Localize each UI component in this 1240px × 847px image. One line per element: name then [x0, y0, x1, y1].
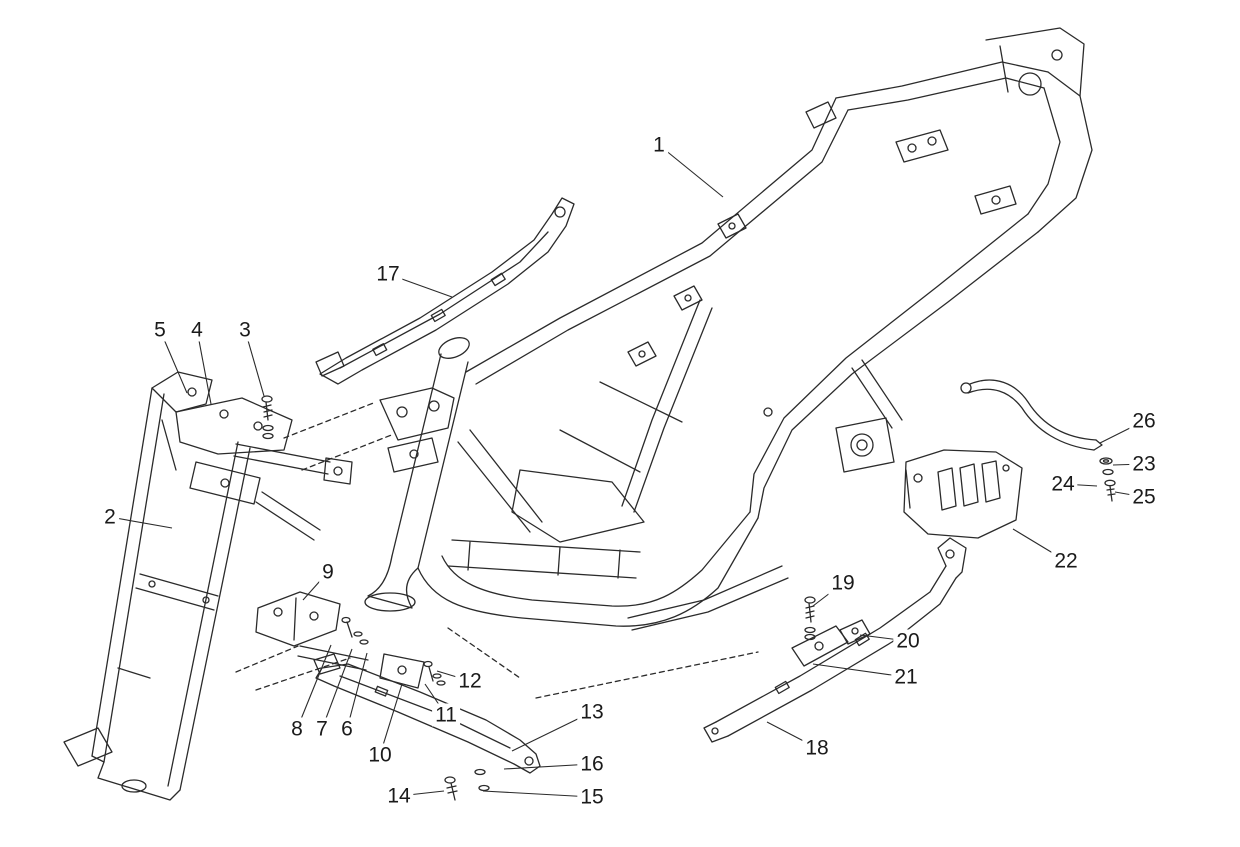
- callout-label-9: 9: [319, 560, 337, 584]
- callout-label-8: 8: [288, 717, 306, 741]
- callout-label-2: 2: [101, 505, 119, 529]
- leader-line-7: [321, 648, 353, 730]
- leader-line-15: [482, 790, 593, 798]
- leader-line-6: [346, 652, 368, 730]
- callout-label-20: 20: [893, 629, 923, 653]
- leader-line-10: [379, 683, 403, 756]
- callout-label-3: 3: [236, 318, 254, 342]
- leader-line-21: [812, 663, 907, 678]
- upper-rail-part-17: [315, 197, 575, 385]
- callout-label-24: 24: [1048, 472, 1078, 496]
- callout-label-6: 6: [338, 717, 356, 741]
- callout-label-4: 4: [188, 318, 206, 342]
- callout-label-14: 14: [384, 784, 414, 808]
- callout-label-19: 19: [828, 571, 858, 595]
- callout-label-23: 23: [1129, 452, 1159, 476]
- fastener-hardware: [255, 395, 1116, 801]
- callout-label-16: 16: [577, 752, 607, 776]
- callout-label-11: 11: [432, 703, 460, 727]
- callout-label-25: 25: [1129, 485, 1159, 509]
- callout-label-5: 5: [151, 318, 169, 342]
- callout-label-26: 26: [1129, 409, 1159, 433]
- callout-label-13: 13: [577, 700, 607, 724]
- leader-line-2: [109, 516, 173, 529]
- leader-line-4: [196, 329, 212, 405]
- main-frame-outline: [364, 27, 1093, 631]
- leader-line-8: [296, 644, 332, 730]
- side-rail-part-18: [703, 537, 967, 743]
- leader-line-1: [658, 144, 724, 198]
- callout-label-15: 15: [577, 785, 607, 809]
- callout-label-21: 21: [891, 665, 921, 689]
- callout-label-17: 17: [373, 262, 403, 286]
- dashed-reference-lines: [235, 401, 759, 699]
- callout-label-10: 10: [365, 743, 395, 767]
- callout-label-12: 12: [455, 669, 485, 693]
- callout-label-7: 7: [313, 717, 331, 741]
- callout-label-18: 18: [802, 736, 832, 760]
- callout-label-1: 1: [650, 133, 668, 157]
- bracket-plate-part-22: [903, 449, 1023, 539]
- callout-label-22: 22: [1051, 549, 1081, 573]
- support-rod-part-26: [960, 379, 1103, 451]
